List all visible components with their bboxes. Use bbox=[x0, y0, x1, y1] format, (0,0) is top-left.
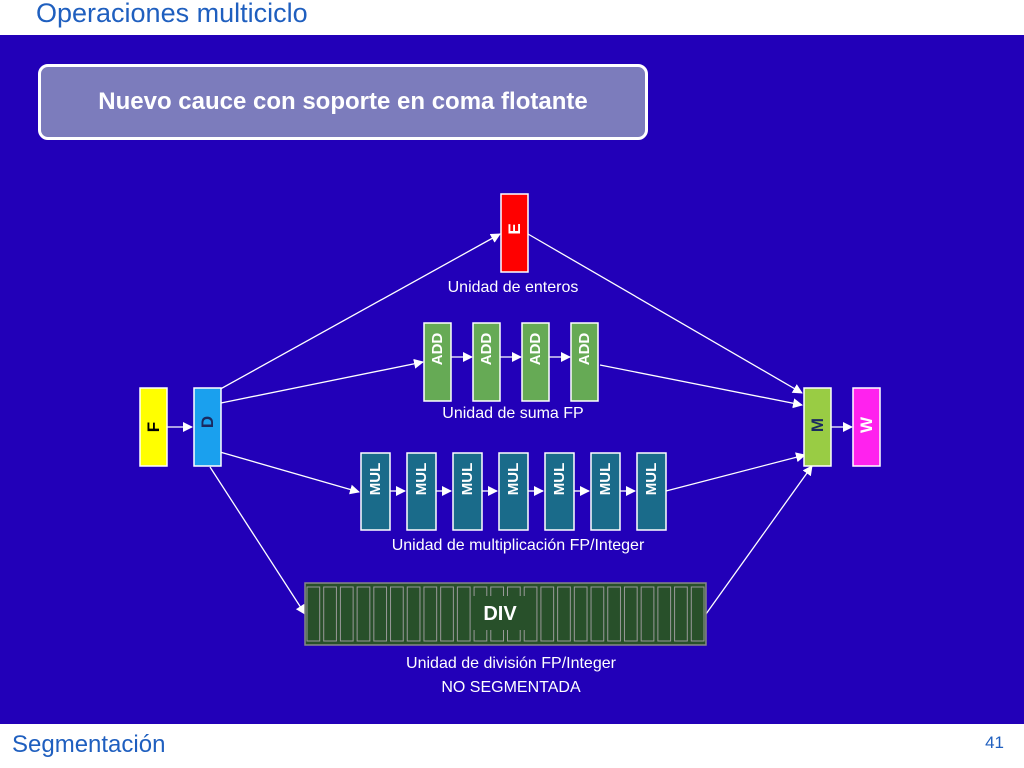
div-cell bbox=[323, 586, 337, 642]
stage-w-label: W bbox=[857, 416, 876, 433]
add-stage-1: ADD bbox=[423, 322, 452, 402]
stage-f: F bbox=[139, 387, 168, 467]
div-label-backing bbox=[472, 596, 528, 630]
connector-arrows bbox=[167, 233, 853, 615]
div-cell bbox=[690, 586, 705, 642]
headline-box: Nuevo cauce con soporte en coma flotante bbox=[38, 64, 648, 140]
mul-stage-1-label: MUL bbox=[367, 463, 384, 496]
mul-unit-label: Unidad de multiplicación FP/Integer bbox=[392, 537, 645, 554]
stage-m-box bbox=[803, 387, 832, 467]
div-cell bbox=[373, 586, 388, 642]
add-stage-2-box bbox=[472, 322, 501, 402]
arrow-add-to-m bbox=[599, 364, 803, 409]
mul-stage-3-label: MUL bbox=[459, 463, 476, 496]
div-unit: DIV bbox=[304, 582, 707, 646]
mul-unit: MUL MUL MUL MUL MUL MUL MUL bbox=[360, 452, 667, 531]
mul-stage-4-box bbox=[498, 452, 529, 531]
div-cell bbox=[356, 586, 371, 642]
div-cell bbox=[590, 586, 605, 642]
mul-stage-1: MUL bbox=[360, 452, 391, 531]
stage-m: M bbox=[803, 387, 832, 467]
mul-stage-4-label: MUL bbox=[505, 463, 522, 496]
stage-e: E bbox=[500, 193, 529, 273]
div-label: DIV bbox=[483, 603, 517, 625]
arrow-e-to-m bbox=[527, 233, 803, 394]
mul-stage-3-box bbox=[452, 452, 483, 531]
mul-stage-6: MUL bbox=[590, 452, 621, 531]
div-cell bbox=[540, 586, 555, 642]
mul-stage-7: MUL bbox=[636, 452, 667, 531]
div-cell bbox=[406, 586, 421, 642]
add-unit: ADD ADD ADD ADD bbox=[423, 322, 599, 402]
mul-stage-6-box bbox=[590, 452, 621, 531]
add-stage-1-box bbox=[423, 322, 452, 402]
mul-stage-6-label: MUL bbox=[597, 463, 614, 496]
stage-m-label: M bbox=[808, 418, 827, 432]
add-stage-4: ADD bbox=[570, 322, 599, 402]
div-cell bbox=[640, 586, 655, 642]
arrow-d-to-mul bbox=[205, 447, 360, 495]
arrow-div-to-m bbox=[705, 465, 813, 615]
mul-stage-2: MUL bbox=[406, 452, 437, 531]
div-cell bbox=[674, 586, 688, 642]
mul-stage-5-box bbox=[544, 452, 575, 531]
stage-f-label: F bbox=[144, 422, 163, 432]
mul-stage-5: MUL bbox=[544, 452, 575, 531]
add-stage-4-label: ADD bbox=[576, 333, 593, 366]
headline-text: Nuevo cauce con soporte en coma flotante bbox=[98, 88, 588, 115]
div-cell bbox=[423, 586, 438, 642]
mul-stage-7-label: MUL bbox=[643, 463, 660, 496]
mul-stage-3: MUL bbox=[452, 452, 483, 531]
div-unit-label-line1: Unidad de división FP/Integer bbox=[406, 655, 617, 672]
stage-e-box bbox=[500, 193, 529, 273]
div-cell bbox=[573, 586, 588, 642]
div-unit-label-line2: NO SEGMENTADA bbox=[441, 679, 581, 696]
stage-d-label: D bbox=[198, 416, 217, 428]
add-stage-3: ADD bbox=[521, 322, 550, 402]
add-stage-4-box bbox=[570, 322, 599, 402]
div-cell bbox=[623, 586, 638, 642]
arrow-d-to-div bbox=[209, 466, 306, 615]
stage-w-box bbox=[852, 387, 881, 467]
arrow-d-to-add bbox=[220, 358, 424, 404]
mul-stage-2-box bbox=[406, 452, 437, 531]
mul-stage-7-box bbox=[636, 452, 667, 531]
stage-w: W bbox=[852, 387, 881, 467]
add-stage-2: ADD bbox=[472, 322, 501, 402]
footer-section-label: Segmentación bbox=[12, 731, 166, 758]
page-number: 41 bbox=[985, 733, 1004, 752]
mul-stage-4: MUL bbox=[498, 452, 529, 531]
add-stage-1-label: ADD bbox=[429, 333, 446, 366]
div-cell bbox=[306, 586, 321, 642]
add-stage-3-label: ADD bbox=[527, 333, 544, 366]
div-cell bbox=[657, 586, 672, 642]
arrow-d-to-e bbox=[214, 233, 501, 393]
div-cell bbox=[339, 586, 354, 642]
slide-title: Operaciones multiciclo bbox=[36, 0, 308, 28]
div-cell bbox=[440, 586, 454, 642]
stage-d-box bbox=[193, 387, 222, 467]
div-cell bbox=[456, 586, 471, 642]
div-cell bbox=[607, 586, 621, 642]
stage-f-box bbox=[139, 387, 168, 467]
add-stage-3-box bbox=[521, 322, 550, 402]
integer-unit-label: Unidad de enteros bbox=[448, 279, 579, 296]
mul-stage-1-box bbox=[360, 452, 391, 531]
stage-d: D bbox=[193, 387, 222, 467]
stage-e-label: E bbox=[505, 223, 524, 234]
add-unit-label: Unidad de suma FP bbox=[442, 405, 583, 422]
div-cell bbox=[390, 586, 404, 642]
add-stage-2-label: ADD bbox=[478, 333, 495, 366]
div-cell bbox=[557, 586, 571, 642]
mul-stage-2-label: MUL bbox=[413, 463, 430, 496]
arrow-mul-to-m bbox=[665, 452, 806, 492]
mul-stage-5-label: MUL bbox=[551, 463, 568, 496]
